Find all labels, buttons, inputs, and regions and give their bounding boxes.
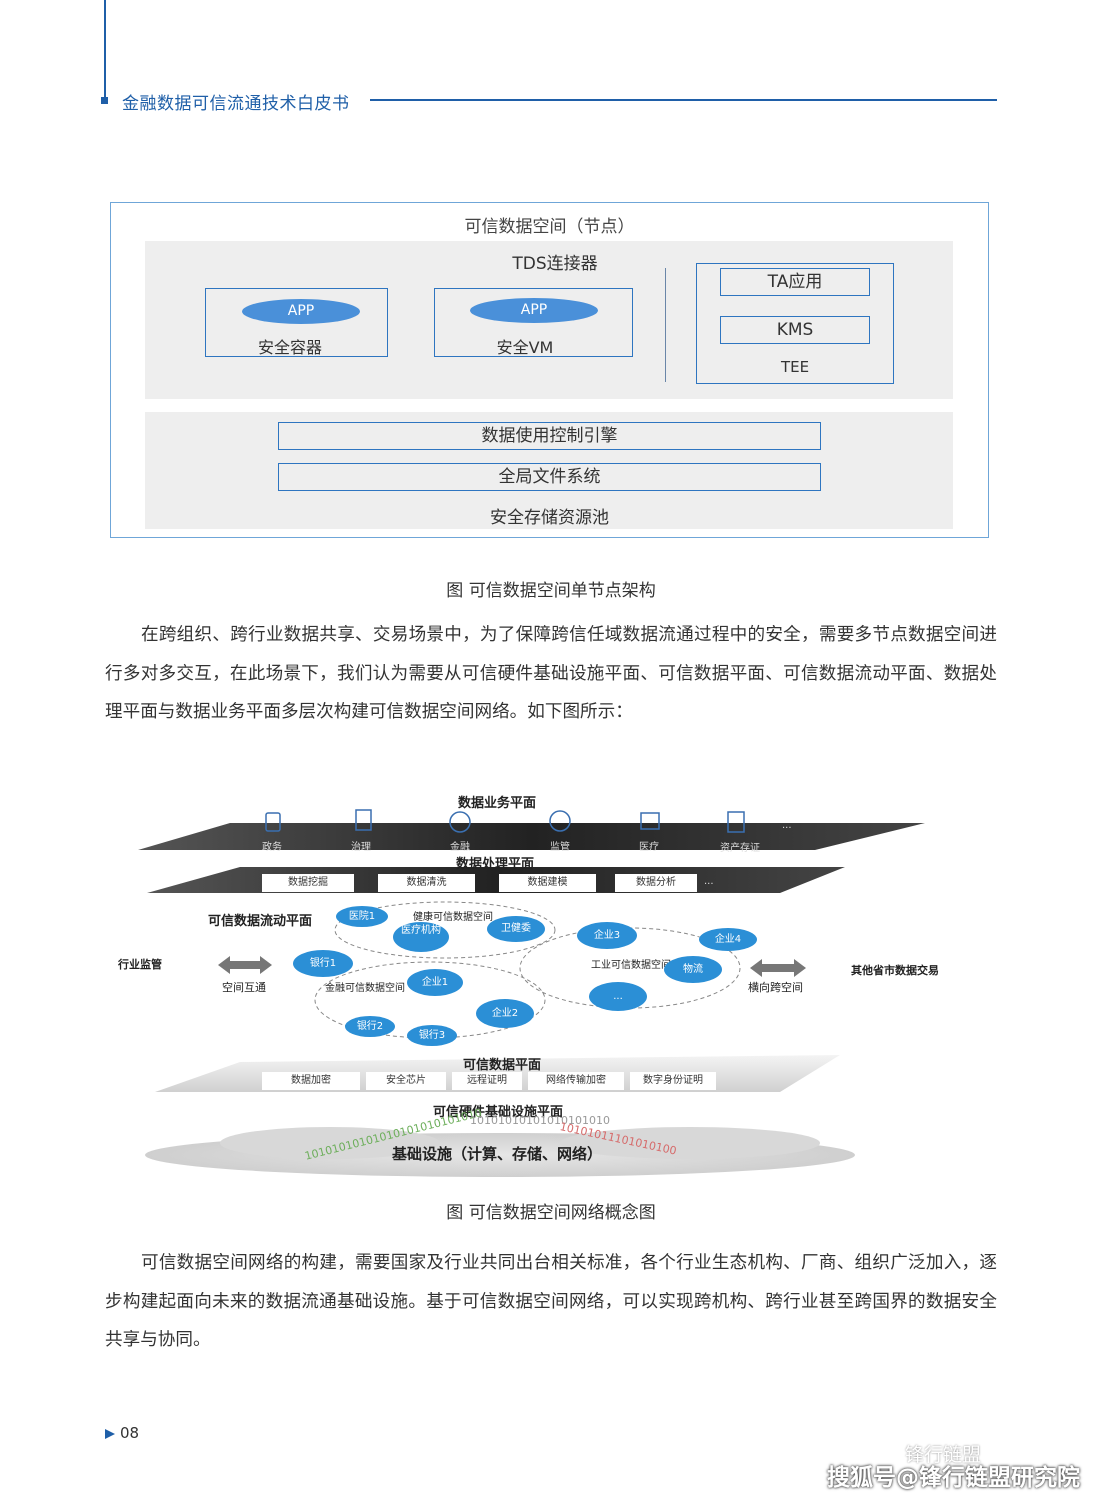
business-item-5: 医疗 [639, 842, 659, 853]
figure2-caption: 图 可信数据空间网络概念图 [446, 1203, 656, 1223]
node-health-commission: 卫健委 [487, 916, 545, 942]
business-item-1: 政务 [262, 842, 282, 853]
node-bank2: 银行2 [345, 1016, 395, 1037]
business-item-2: 治理 [351, 842, 371, 853]
kms-box: KMS [720, 316, 870, 344]
figure1-caption: 图 可信数据空间单节点架构 [446, 581, 656, 601]
header-vertical-rule [104, 0, 106, 100]
processing-item-5: ... [704, 876, 714, 887]
secure-storage-pool-label: 安全存储资源池 [490, 508, 609, 528]
processing-item-2: 数据清洗 [378, 874, 475, 892]
paragraph-2: 可信数据空间网络的构建，需要国家及行业共同出台相关标准，各个行业生态机构、厂商、… [105, 1253, 997, 1350]
node-medical: 医疗机构 [393, 922, 449, 952]
left-double-arrow [218, 956, 272, 974]
node-enterprise3: 企业3 [577, 922, 637, 949]
data-plane-label: 可信数据平面 [463, 1058, 542, 1073]
node-enterprise4: 企业4 [699, 928, 757, 951]
node-bank3: 银行3 [407, 1025, 457, 1046]
watermark-main: 搜狐号@锋行链盟研究院 [827, 1465, 1080, 1491]
other-provinces-label: 其他省市数据交易 [851, 964, 939, 977]
watermark-small: 锋行链盟 [905, 1444, 982, 1466]
node-more: ... [589, 982, 647, 1011]
page-number: 08 [120, 1424, 140, 1442]
app-ellipse-1: APP [242, 299, 360, 324]
finance-space-label: 金融可信数据空间 [325, 983, 405, 994]
business-item-6: 资产存证 [720, 843, 760, 854]
app-ellipse-2: APP [470, 298, 598, 323]
business-plane-label: 数据业务平面 [458, 796, 537, 811]
secure-vm-label: 安全VM [496, 338, 554, 357]
flow-plane-label: 可信数据流动平面 [208, 914, 313, 929]
business-plane [138, 823, 925, 850]
global-file-system-box: 全局文件系统 [278, 463, 821, 491]
header-rule [370, 99, 997, 101]
page-arrow-icon [105, 1429, 115, 1439]
data-item-2: 安全芯片 [366, 1072, 446, 1090]
industry-space-label: 工业可信数据空间 [591, 960, 671, 971]
business-item-7: ... [782, 820, 792, 831]
processing-item-3: 数据建模 [499, 874, 596, 892]
ta-app-box: TA应用 [720, 268, 870, 296]
business-item-3: 金融 [450, 842, 470, 853]
processing-plane-label: 数据处理平面 [456, 857, 535, 872]
processing-item-1: 数据挖掘 [262, 874, 354, 892]
space-interconnect-label: 空间互通 [222, 981, 266, 994]
business-icons [265, 809, 745, 833]
node-bank1: 银行1 [293, 950, 353, 977]
document-title: 金融数据可信流通技术白皮书 [122, 94, 350, 114]
health-space-label: 健康可信数据空间 [413, 912, 493, 923]
data-item-5: 数字身份证明 [630, 1072, 716, 1090]
tee-label: TEE [780, 358, 810, 376]
secure-container-label: 安全容器 [257, 338, 322, 357]
separator-line [665, 268, 666, 382]
node-logistics: 物流 [664, 956, 722, 983]
infrastructure-label: 基础设施（计算、存储、网络） [392, 1145, 603, 1163]
figure1-title: 可信数据空间（节点） [464, 217, 635, 237]
data-item-1: 数据加密 [262, 1072, 360, 1090]
hardware-plane-label: 可信硬件基础设施平面 [433, 1105, 564, 1120]
binary-stream-mid: 10101010101010101010 [470, 1114, 610, 1127]
data-item-3: 远程证明 [452, 1072, 522, 1090]
data-item-4: 网络传输加密 [528, 1072, 624, 1090]
node-enterprise2: 企业2 [476, 999, 534, 1028]
trusted-space-node-frame [110, 202, 989, 538]
node-enterprise1: 企业1 [407, 969, 463, 996]
processing-item-4: 数据分析 [615, 874, 697, 892]
node-hospital: 医院1 [336, 906, 388, 927]
usage-control-engine-box: 数据使用控制引擎 [278, 422, 821, 450]
right-double-arrow [750, 959, 806, 977]
industry-regulation-label: 行业监管 [118, 958, 162, 971]
tds-connector-label: TDS连接器 [512, 254, 598, 274]
horizontal-cross-space-label: 横向跨空间 [748, 981, 803, 994]
business-item-4: 监管 [550, 842, 570, 853]
header-bullet [101, 97, 108, 104]
paragraph-1: 在跨组织、跨行业数据共享、交易场景中，为了保障跨信任域数据流通过程中的安全，需要… [105, 625, 997, 722]
